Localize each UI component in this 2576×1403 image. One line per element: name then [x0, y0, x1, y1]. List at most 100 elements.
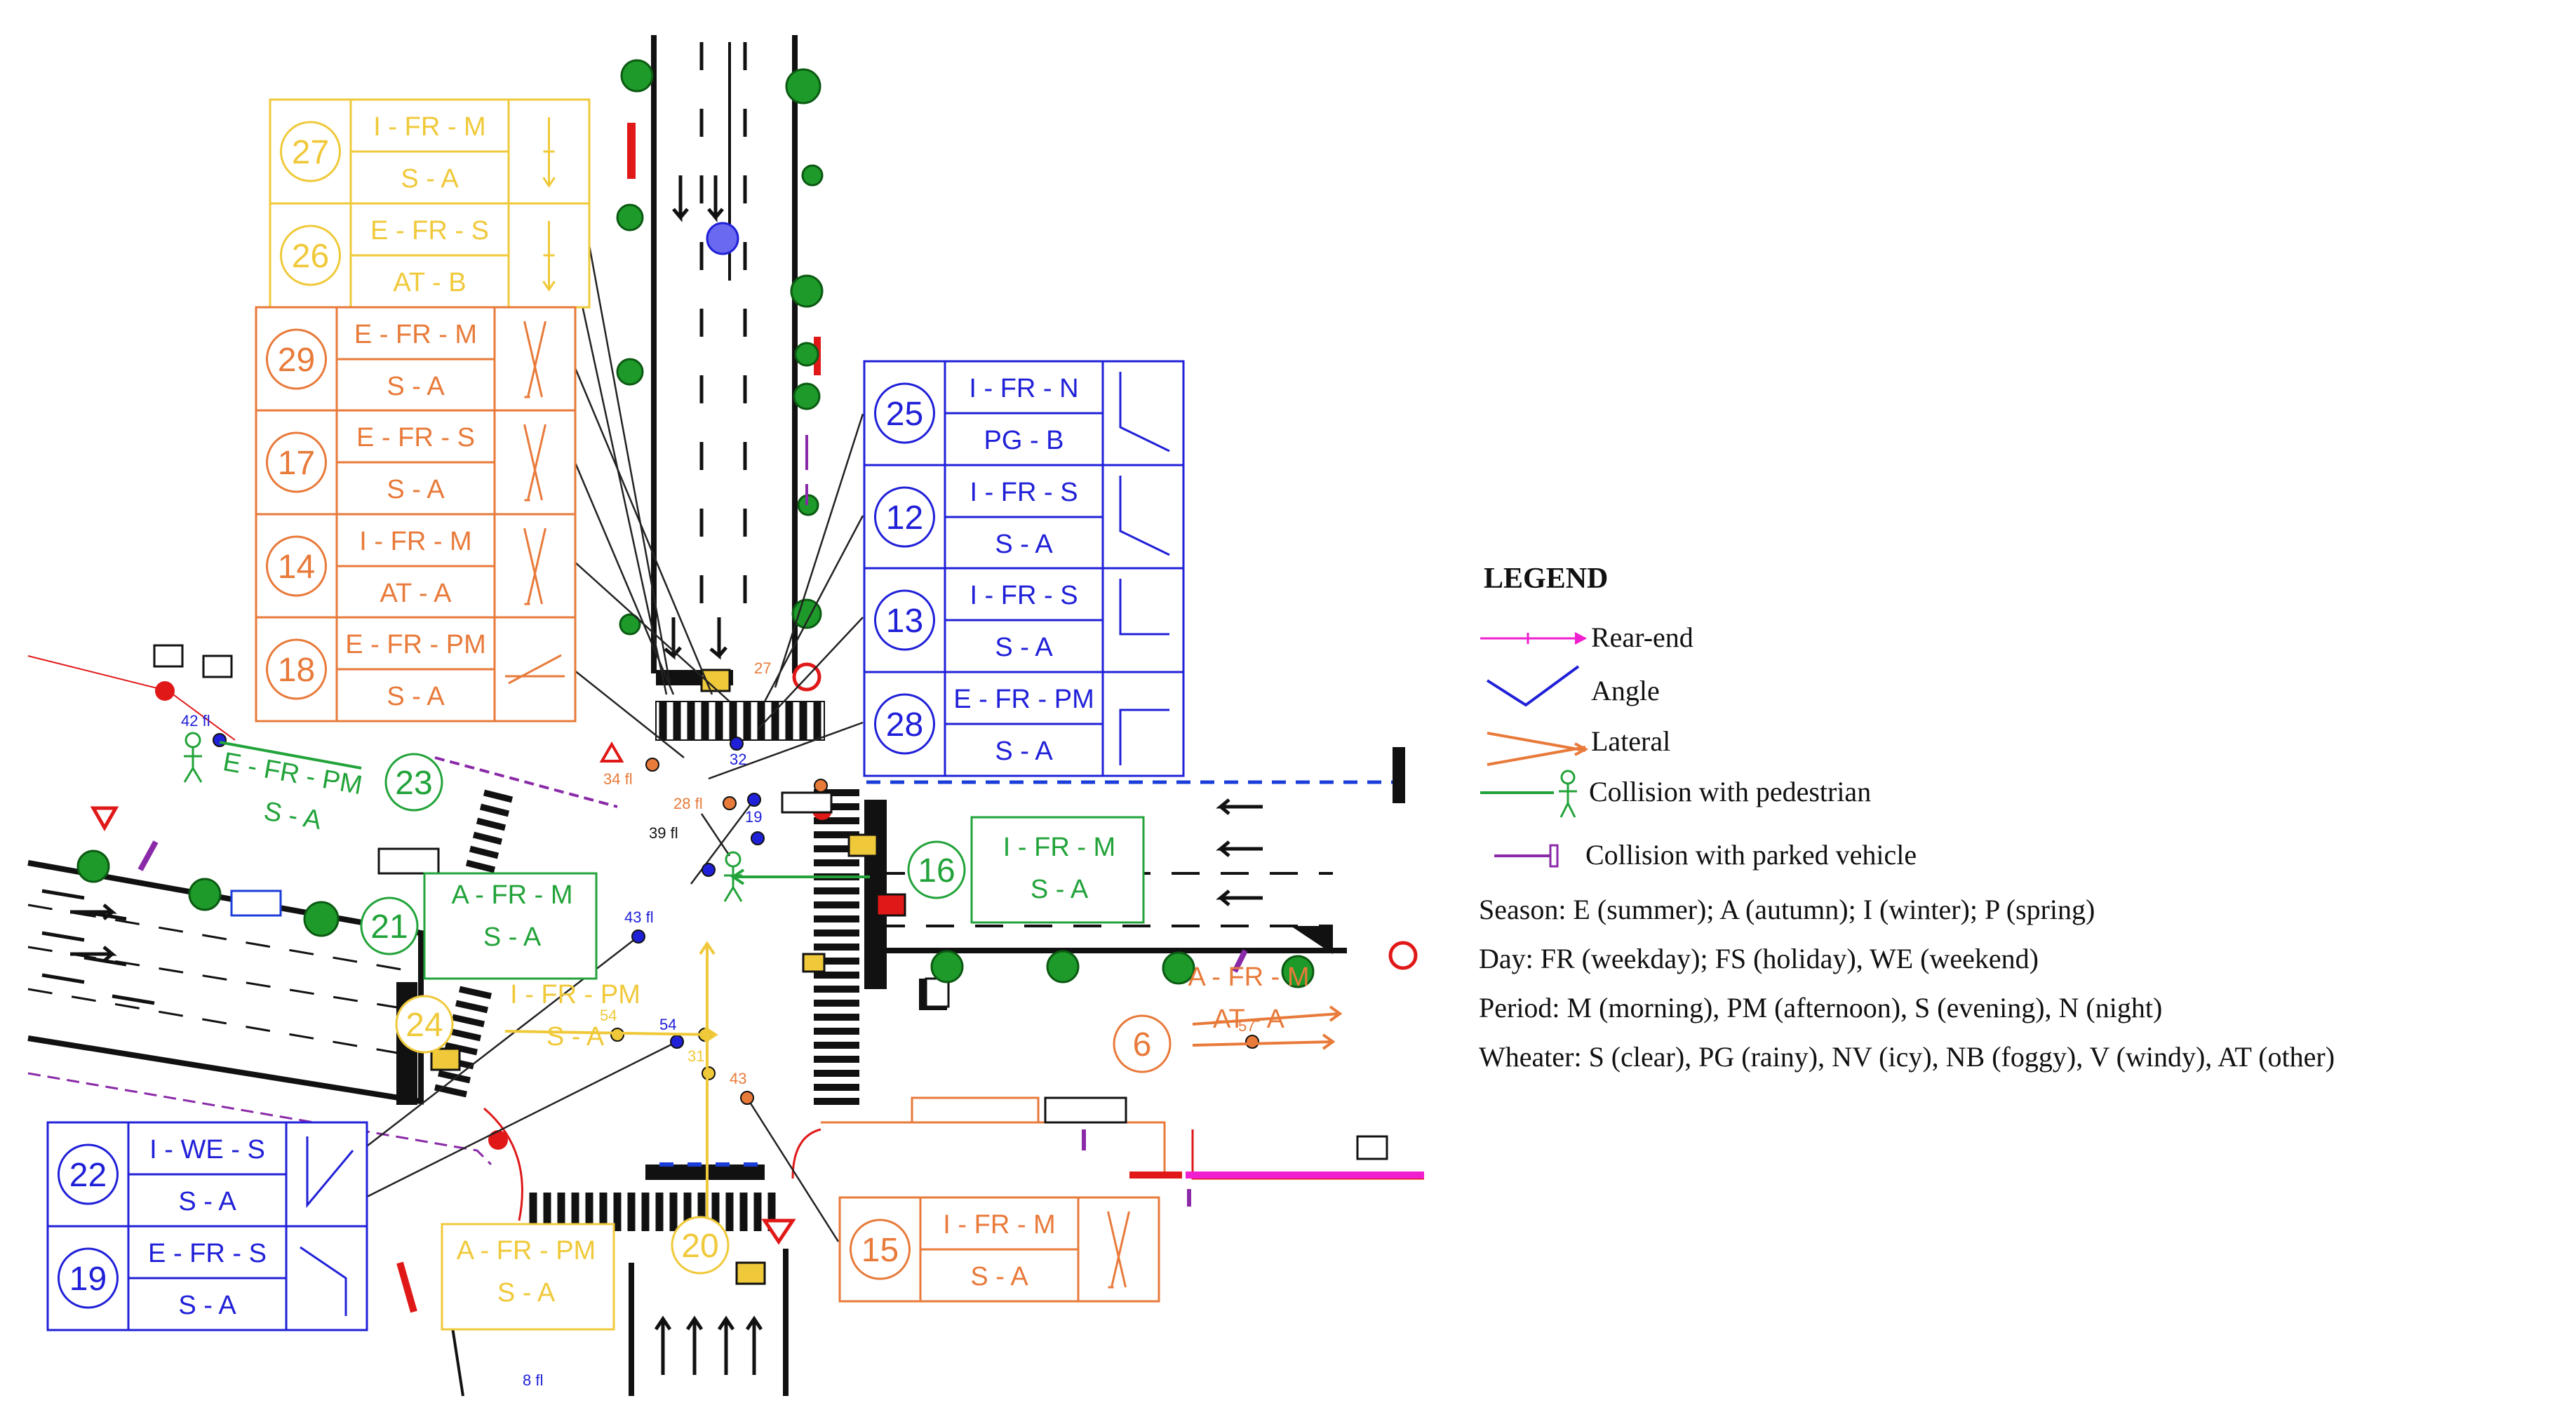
collision-type-icon — [542, 221, 556, 292]
collision-type-icon — [1119, 372, 1170, 452]
box-line2: S - A — [970, 1262, 1028, 1291]
box-id: 13 — [886, 603, 923, 640]
box-id: 29 — [278, 342, 315, 379]
label-43: 43 — [730, 1070, 746, 1087]
label-39fl: 39 fl — [649, 824, 678, 842]
box-id: 18 — [278, 652, 315, 689]
box-line1: E - FR - S — [370, 216, 489, 246]
legend-angle: Angle — [1591, 675, 1660, 706]
collision-type-icon — [523, 528, 546, 605]
box-line1: I - FR - M — [943, 1210, 1055, 1240]
box-line1: E - FR - PM — [953, 685, 1094, 714]
label-line2: S - A — [546, 1022, 605, 1052]
legend: LEGEND Rear-end Angle Lateral Collision … — [1479, 563, 2335, 1073]
collision-type-icon — [542, 117, 556, 188]
map-small-labels: 42 fl 34 fl 28 fl 39 fl 43 fl 32 19 54 5… — [181, 659, 1255, 1389]
accident-box-15: 15 I - FR - M S - A — [838, 1196, 1160, 1303]
box-id: 17 — [278, 445, 315, 482]
accident-box-17: 17 E - FR - S S - A — [255, 409, 577, 516]
label-line1: A - FR - PM — [457, 1236, 596, 1266]
accident-label-6: 6A - FR - MAT - A — [1113, 962, 1310, 1073]
legend-note-day: Day: FR (weekday); FS (holiday), WE (wee… — [1479, 943, 2039, 974]
accident-box-12: 12 I - FR - S S - A — [863, 464, 1185, 570]
zebra-north — [655, 701, 825, 741]
accident-box-27: 27I - FR - MS - A — [269, 98, 591, 205]
lane-arrows — [70, 175, 1263, 962]
box-line2: AT - A — [380, 579, 452, 608]
box-id: 28 — [886, 706, 923, 744]
legend-note-period: Period: M (morning), PM (afternoon), S (… — [1479, 992, 2162, 1023]
box-line1: E - FR - M — [354, 320, 477, 349]
accident-box-14: 14I - FR - MAT - A — [255, 513, 577, 619]
accident-box-28: 28 E - FR - PM S - A — [863, 671, 1185, 777]
zebra-south — [529, 1193, 776, 1231]
box-line1: I - FR - M — [359, 527, 471, 556]
label-28fl: 28 fl — [673, 795, 703, 812]
accident-label-21: 21A - FR - MS - A — [360, 872, 598, 980]
collision-type-icon — [1119, 579, 1169, 636]
box-line2: S - A — [387, 682, 445, 711]
label-54a: 54 — [659, 1016, 676, 1033]
accident-box-29: 29E - FR - MS - A — [255, 306, 577, 412]
label-42fl: 42 fl — [181, 712, 210, 730]
box-id: 15 — [861, 1232, 899, 1269]
box-line2: S - A — [995, 737, 1053, 766]
label-line1: A - FR - M — [451, 880, 572, 910]
label-id: 24 — [405, 1007, 443, 1044]
label-line1: I - FR - M — [1003, 833, 1115, 862]
legend-lateral: Lateral — [1591, 725, 1670, 757]
legend-rear-end: Rear-end — [1591, 622, 1693, 653]
traffic-lights — [153, 644, 1405, 1285]
box-line2: S - A — [401, 164, 459, 194]
collision-type-icon — [523, 321, 546, 398]
box-id: 22 — [69, 1157, 107, 1194]
accident-box-18: 18 E - FR - PM S - A — [255, 616, 577, 723]
box-line1: I - FR - S — [970, 478, 1078, 507]
collision-paths — [27, 435, 1343, 1397]
box-id: 19 — [69, 1261, 107, 1298]
accident-box-26: 26E - FR - SAT - B — [269, 202, 591, 309]
label-id: 23 — [395, 765, 432, 802]
label-34fl: 34 fl — [603, 770, 633, 788]
label-line1: A - FR - M — [1188, 962, 1309, 992]
label-57: 57 — [1238, 1017, 1255, 1035]
box-id: 25 — [886, 396, 923, 433]
collision-type-icon — [1107, 1211, 1130, 1289]
box-line2: S - A — [995, 530, 1053, 559]
accident-label-24: 24I - FR - PMS - A — [395, 980, 640, 1054]
legend-pedestrian: Collision with pedestrian — [1589, 776, 1871, 807]
collision-type-icon — [306, 1136, 354, 1209]
accident-box-13: 13I - FR - SS - A — [863, 567, 1185, 673]
box-line2: S - A — [178, 1291, 236, 1320]
accident-label-23: 23E - FR - PMS - A — [221, 747, 443, 835]
legend-note-season: Season: E (summer); A (autumn); I (winte… — [1479, 894, 2095, 925]
box-line2: S - A — [178, 1187, 236, 1216]
label-line2: S - A — [1031, 875, 1089, 904]
legend-parked-vehicle: Collision with parked vehicle — [1585, 839, 1917, 871]
label-32: 32 — [730, 751, 746, 768]
legend-title: LEGEND — [1484, 563, 1608, 595]
label-id: 16 — [918, 852, 955, 890]
lateral-symbol — [1487, 732, 1589, 766]
box-line2: AT - B — [393, 268, 466, 297]
accident-label-16: 16 I - FR - M S - A — [907, 816, 1145, 924]
box-line1: I - WE - S — [149, 1135, 265, 1164]
box-line1: E - FR - PM — [345, 630, 486, 659]
label-54b: 54 — [600, 1007, 617, 1024]
label-line2: S - A — [483, 922, 542, 952]
box-id: 12 — [886, 499, 923, 537]
collision-type-icon — [1119, 709, 1169, 765]
accident-box-25: 25I - FR - NPG - B — [863, 360, 1185, 466]
pedestrian-icon — [1559, 770, 1577, 818]
box-line1: I - FR - S — [970, 581, 1078, 610]
label-line2: AT - A — [1213, 1005, 1285, 1034]
collision-type-icon — [505, 654, 565, 685]
zebra-east — [814, 789, 859, 1105]
box-line2: S - A — [387, 475, 445, 504]
box-line1: E - FR - S — [356, 423, 475, 452]
legend-note-weather: Wheater: S (clear), PG (rainy), NV (icy)… — [1479, 1041, 2335, 1073]
label-43fl: 43 fl — [624, 908, 654, 926]
